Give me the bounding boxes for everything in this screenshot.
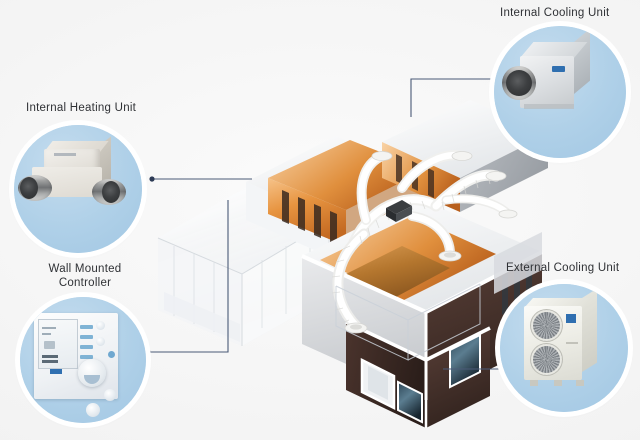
condenser-fan-lower: [531, 344, 562, 375]
condenser-icon: [500, 284, 628, 412]
condenser-fan-upper: [531, 310, 562, 341]
label-internal-cooling-unit: Internal Cooling Unit: [500, 7, 610, 19]
label-internal-heating-unit: Internal Heating Unit: [26, 102, 137, 114]
callout-wall-mounted-controller[interactable]: [20, 297, 146, 423]
callout-internal-heating-unit[interactable]: [14, 125, 142, 253]
label-external-cooling-unit: External Cooling Unit: [506, 262, 620, 274]
callout-internal-cooling-unit[interactable]: [494, 26, 626, 158]
ceiling-diffusers: [344, 151, 518, 334]
cooling-unit-icon: [494, 26, 626, 158]
callout-external-cooling-unit[interactable]: [500, 284, 628, 412]
glass-rail-outlines: [335, 283, 481, 361]
controller-icon: [20, 297, 146, 423]
label-wall-mounted-controller: Wall Mounted Controller: [48, 263, 122, 290]
inline-fan-unit: [386, 200, 412, 222]
heating-unit-icon: [14, 125, 142, 253]
